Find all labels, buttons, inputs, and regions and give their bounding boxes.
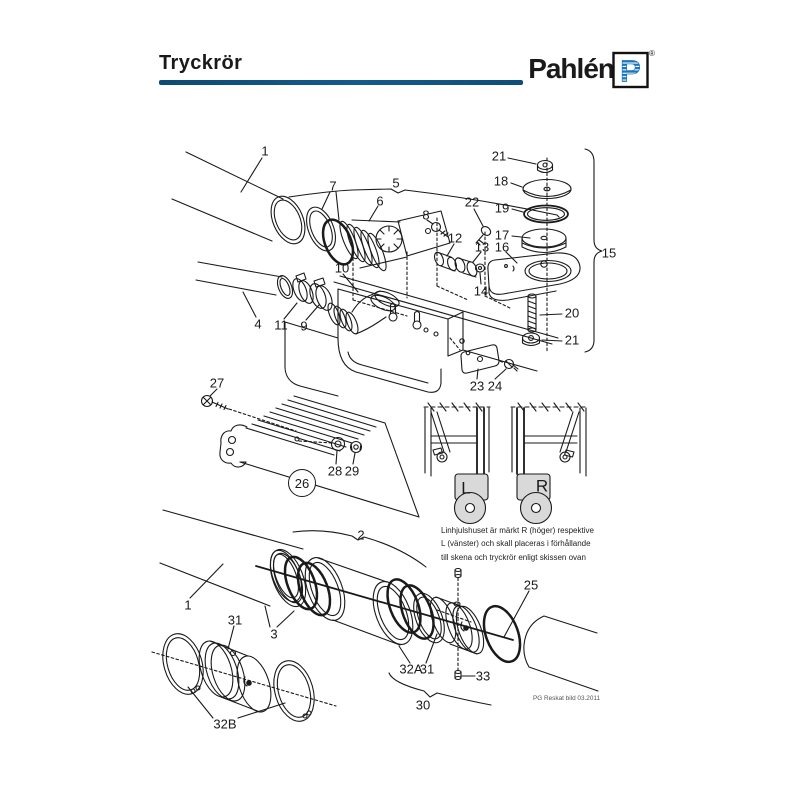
part-label-33: 33	[475, 668, 491, 684]
part-label-10: 10	[334, 260, 350, 276]
piston-31-left	[151, 625, 337, 722]
fasteners-12-13-14	[433, 243, 486, 285]
bottom-assembly	[151, 509, 599, 722]
part-label-26: 26	[288, 469, 316, 497]
part-label-20: 20	[564, 305, 580, 321]
part-label-25: 25	[523, 577, 539, 593]
bracket-2	[292, 530, 427, 568]
caption-line: till skena och tryckrör enligt skissen o…	[441, 552, 586, 562]
part-label-28: 28	[327, 463, 343, 479]
part-label-4: 4	[254, 316, 262, 332]
part-label-l: L	[461, 478, 471, 498]
caption-line: Linhjulshuset är märkt R (höger) respekt…	[441, 526, 594, 535]
part-label-11: 11	[274, 317, 288, 333]
part-label-6: 6	[376, 193, 384, 209]
inset-left	[423, 402, 491, 525]
pipe-right	[523, 615, 599, 692]
part-label-24: 24	[487, 378, 503, 394]
pressure-pipe	[171, 151, 306, 245]
part-label-21: 21	[491, 148, 507, 164]
wheel-housing-16	[487, 251, 581, 301]
screws-33	[454, 567, 476, 681]
pahlen-logo-icon: P	[612, 51, 649, 89]
part-label-31: 31	[419, 661, 435, 677]
part-label-23: 23	[469, 378, 485, 394]
mounting-rail-top	[284, 275, 559, 397]
rail-extrusion	[219, 395, 420, 518]
caption-line: L (vänster) och skall placeras i förhåll…	[441, 539, 591, 549]
page-title: Tryckrör	[159, 52, 243, 74]
hose-clamps	[283, 272, 333, 321]
part-label-13: 13	[474, 239, 490, 255]
screw-27	[200, 388, 229, 411]
sleeve-2	[304, 557, 414, 646]
part-label-14: 14	[473, 283, 489, 299]
inset-caption: Linhjulshuset är märkt R (höger) respekt…	[441, 524, 611, 564]
part-label-18: 18	[493, 173, 509, 189]
plate-23-screw-24	[449, 337, 519, 380]
wheel-stack	[507, 157, 572, 353]
part-label-27: 27	[209, 375, 225, 391]
part-label-12: 12	[447, 230, 463, 246]
part-label-16: 16	[494, 239, 510, 255]
part-label-5: 5	[392, 175, 400, 191]
registered-mark: ®	[649, 49, 655, 58]
middle-rail-assembly	[200, 388, 420, 518]
part-label-31: 31	[227, 612, 243, 628]
part-label-2: 2	[357, 527, 365, 543]
washer-28-nut-29	[330, 436, 363, 465]
part-label-3: 3	[270, 626, 278, 642]
part-label-9: 9	[300, 318, 308, 334]
top-assembly	[171, 148, 603, 397]
hose-pipe-4	[195, 261, 294, 318]
o-rings-7	[306, 191, 355, 266]
part-label-1: 1	[184, 597, 192, 613]
part-label-17: 17	[494, 227, 510, 243]
screw-8	[426, 219, 449, 238]
footer-note: PG Reskat bild 03.2011	[533, 695, 601, 702]
part-label-r: R	[535, 476, 549, 496]
title-underline	[159, 80, 523, 85]
brand-logo: P	[612, 50, 650, 95]
part-label-7: 7	[329, 178, 337, 194]
piston-31-right	[429, 577, 485, 671]
part-label-1: 1	[261, 143, 269, 159]
part-label-21: 21	[564, 332, 580, 348]
part-label-15: 15	[601, 245, 617, 261]
brace-15	[584, 148, 603, 353]
screw-22	[473, 208, 492, 246]
bracket-5	[288, 188, 560, 218]
part-label-8: 8	[422, 207, 430, 223]
coupling-6	[339, 205, 451, 272]
part-label-19: 19	[494, 200, 510, 216]
part-label-22: 22	[464, 194, 480, 210]
part-label-29: 29	[344, 463, 360, 479]
bracket-30	[388, 672, 492, 706]
o-rings-3	[264, 549, 332, 628]
brand-name: Pahlén	[528, 53, 615, 84]
o-ring-25	[482, 590, 530, 664]
part-label-32b: 32B	[213, 716, 237, 732]
part-label-32a: 32A	[399, 661, 423, 677]
part-label-30: 30	[415, 697, 431, 713]
logo-letter: P	[620, 54, 641, 89]
inset-right	[510, 402, 588, 525]
